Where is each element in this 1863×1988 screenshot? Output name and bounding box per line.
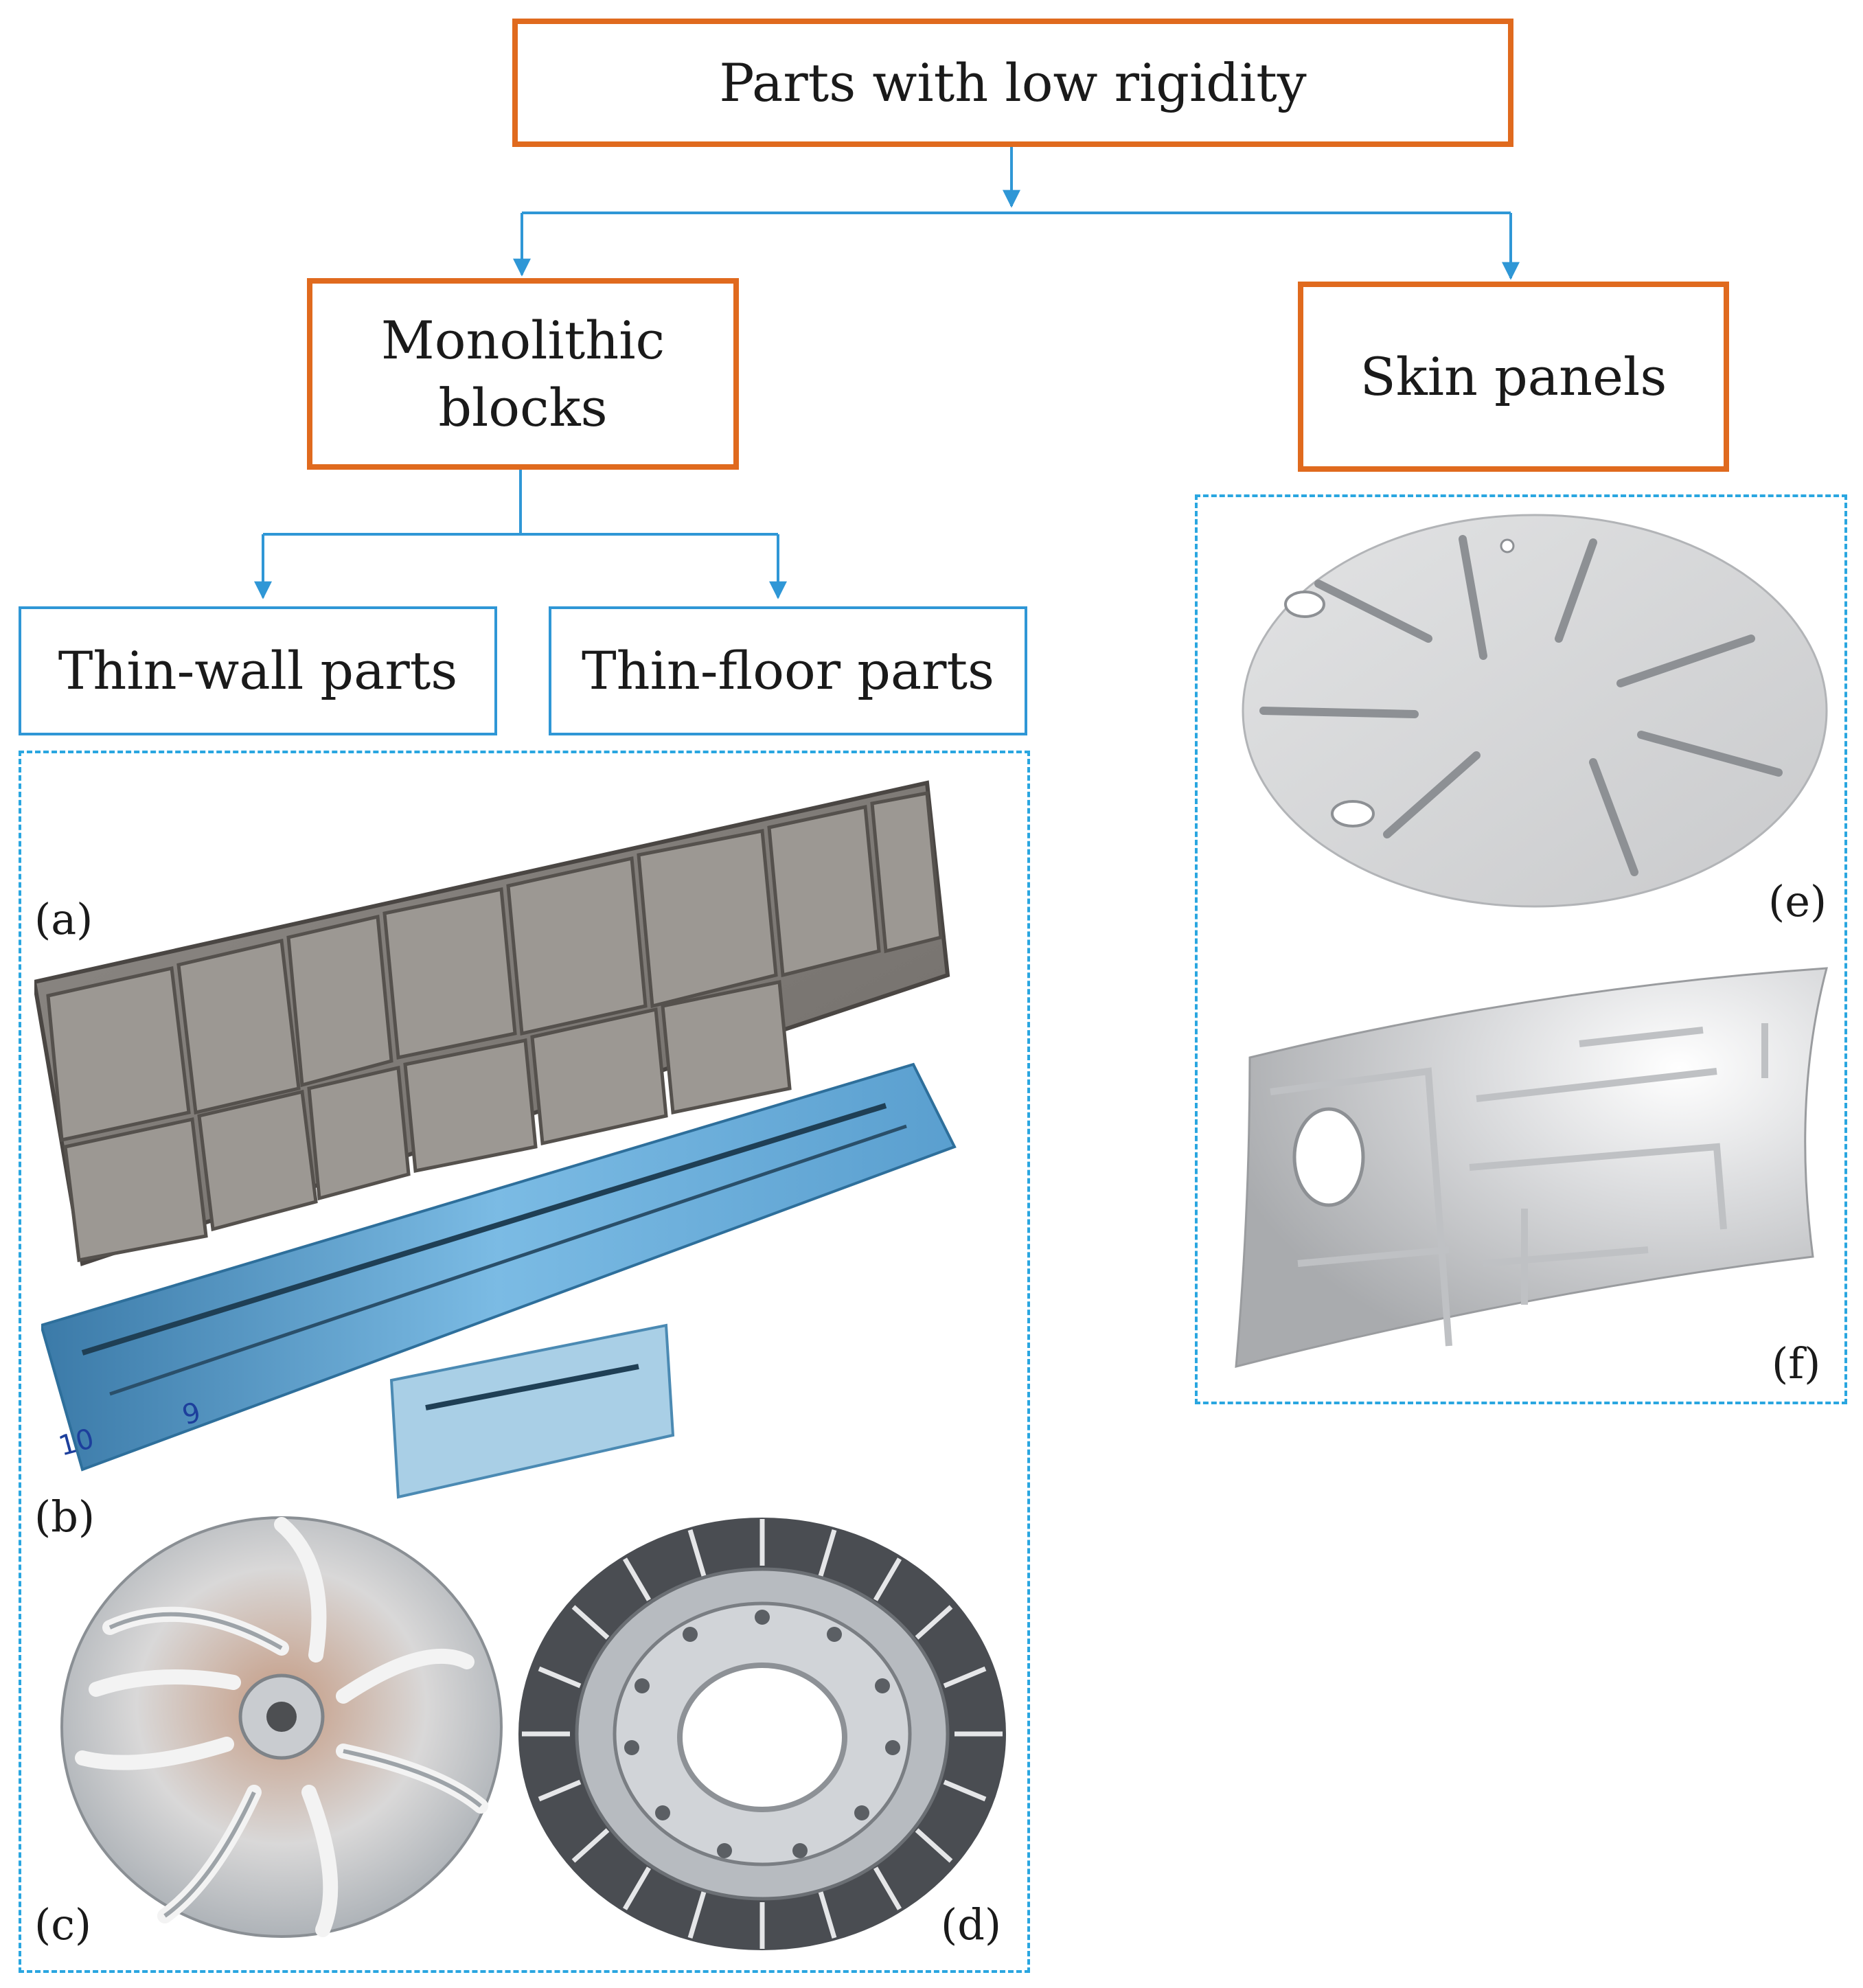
thin-wall-block-image <box>34 780 950 1266</box>
thin-wall-box: Thin-wall parts <box>19 606 497 735</box>
label-d: (d) <box>941 1899 1002 1950</box>
label-e: (e) <box>1768 876 1827 926</box>
thin-floor-box: Thin-floor parts <box>549 606 1027 735</box>
thin-floor-part-image: 10 9 <box>41 1062 957 1499</box>
circular-skin-panel-image <box>1242 514 1828 908</box>
monolithic-label: Monolithic blocks <box>380 310 665 438</box>
monolithic-examples-container <box>19 751 1030 1973</box>
label-b: (b) <box>34 1492 95 1542</box>
label-f: (f) <box>1772 1338 1821 1389</box>
thin-floor-label: Thin-floor parts <box>581 640 995 702</box>
root-box: Parts with low rigidity <box>512 19 1513 147</box>
curved-skin-panel-image <box>1235 967 1828 1368</box>
root-label: Parts with low rigidity <box>719 52 1307 113</box>
skin-label: Skin panels <box>1360 345 1667 407</box>
thin-wall-label: Thin-wall parts <box>58 640 458 702</box>
blisk-image <box>518 1518 1006 1950</box>
monolithic-box: Monolithic blocks <box>307 278 739 470</box>
impeller-image <box>60 1516 503 1938</box>
label-a: (a) <box>34 894 93 944</box>
label-c: (c) <box>34 1899 92 1950</box>
skin-examples-container <box>1195 494 1847 1404</box>
skin-panels-box: Skin panels <box>1298 282 1729 472</box>
